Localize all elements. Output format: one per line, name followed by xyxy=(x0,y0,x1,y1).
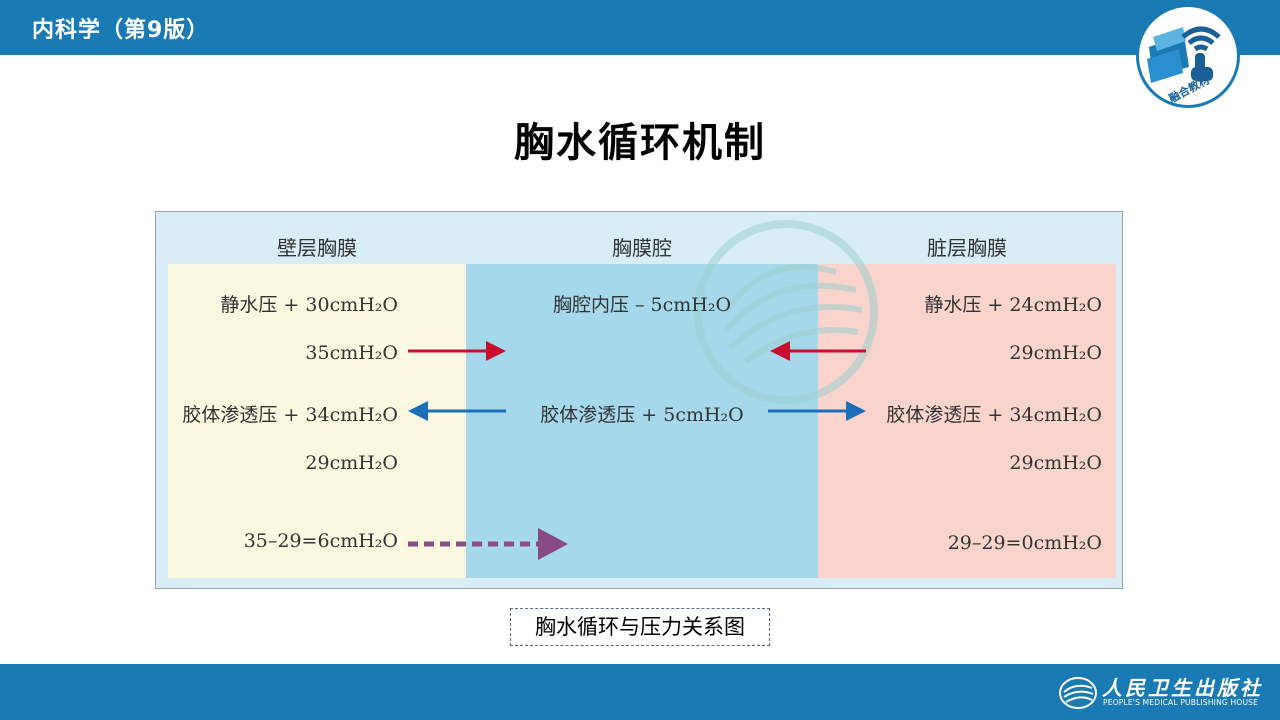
wifi-hand-book-icon xyxy=(1147,26,1221,83)
parietal-pleura-panel xyxy=(168,264,466,578)
blue-arrow-right xyxy=(768,401,866,421)
fusion-textbook-badge: 融合教材 xyxy=(1136,4,1240,108)
parietal-oncotic-label: 胶体渗透压 + 34cmH₂O xyxy=(182,404,398,426)
publisher-name-cn: 人民卫生出版社 xyxy=(1102,676,1263,700)
publisher-name-en: PEOPLE'S MEDICAL PUBLISHING HOUSE xyxy=(1103,698,1259,707)
book-title: 内科学（第9版） xyxy=(32,18,210,43)
visceral-hydrostatic-label: 静水压 + 24cmH₂O xyxy=(924,294,1102,316)
pleural-circulation-diagram: 壁层胸膜 胸膜腔 脏层胸膜 静水压 + 30cmH₂O 35cmH₂O 胶体渗透… xyxy=(155,211,1123,589)
visceral-pleura-panel xyxy=(818,264,1116,578)
figure-caption: 胸水循环与压力关系图 xyxy=(510,608,770,646)
red-arrow-right xyxy=(408,341,506,361)
purple-dashed-arrow xyxy=(408,528,568,560)
parietal-net-out-label: 35cmH₂O xyxy=(305,342,398,364)
visceral-balance-label: 29–29=0cmH₂O xyxy=(947,532,1102,554)
column-header-cavity: 胸膜腔 xyxy=(612,236,672,260)
top-bar: 内科学（第9版） xyxy=(0,0,1280,55)
slide-title: 胸水循环机制 xyxy=(514,120,766,166)
red-arrow-left xyxy=(770,341,866,361)
parietal-hydrostatic-label: 静水压 + 30cmH₂O xyxy=(220,294,398,316)
parietal-net-in-label: 29cmH₂O xyxy=(305,452,398,474)
blue-arrow-left xyxy=(408,401,506,421)
bottom-bar xyxy=(0,664,1280,720)
cavity-oncotic-label: 胶体渗透压 + 5cmH₂O xyxy=(540,404,744,426)
column-header-parietal: 壁层胸膜 xyxy=(277,236,357,260)
column-header-visceral: 脏层胸膜 xyxy=(927,236,1007,260)
watermark-logo xyxy=(694,220,878,404)
visceral-oncotic-label: 胶体渗透压 + 34cmH₂O xyxy=(886,404,1102,426)
parietal-balance-label: 35–29=6cmH₂O xyxy=(243,530,398,552)
publisher-logo-icon xyxy=(1059,677,1097,709)
visceral-net-out-label: 29cmH₂O xyxy=(1009,342,1102,364)
cavity-pressure-label: 胸腔内压 – 5cmH₂O xyxy=(552,294,732,316)
flow-arrows xyxy=(408,341,866,560)
pleural-cavity-panel xyxy=(466,264,818,578)
visceral-net-in-label: 29cmH₂O xyxy=(1009,452,1102,474)
